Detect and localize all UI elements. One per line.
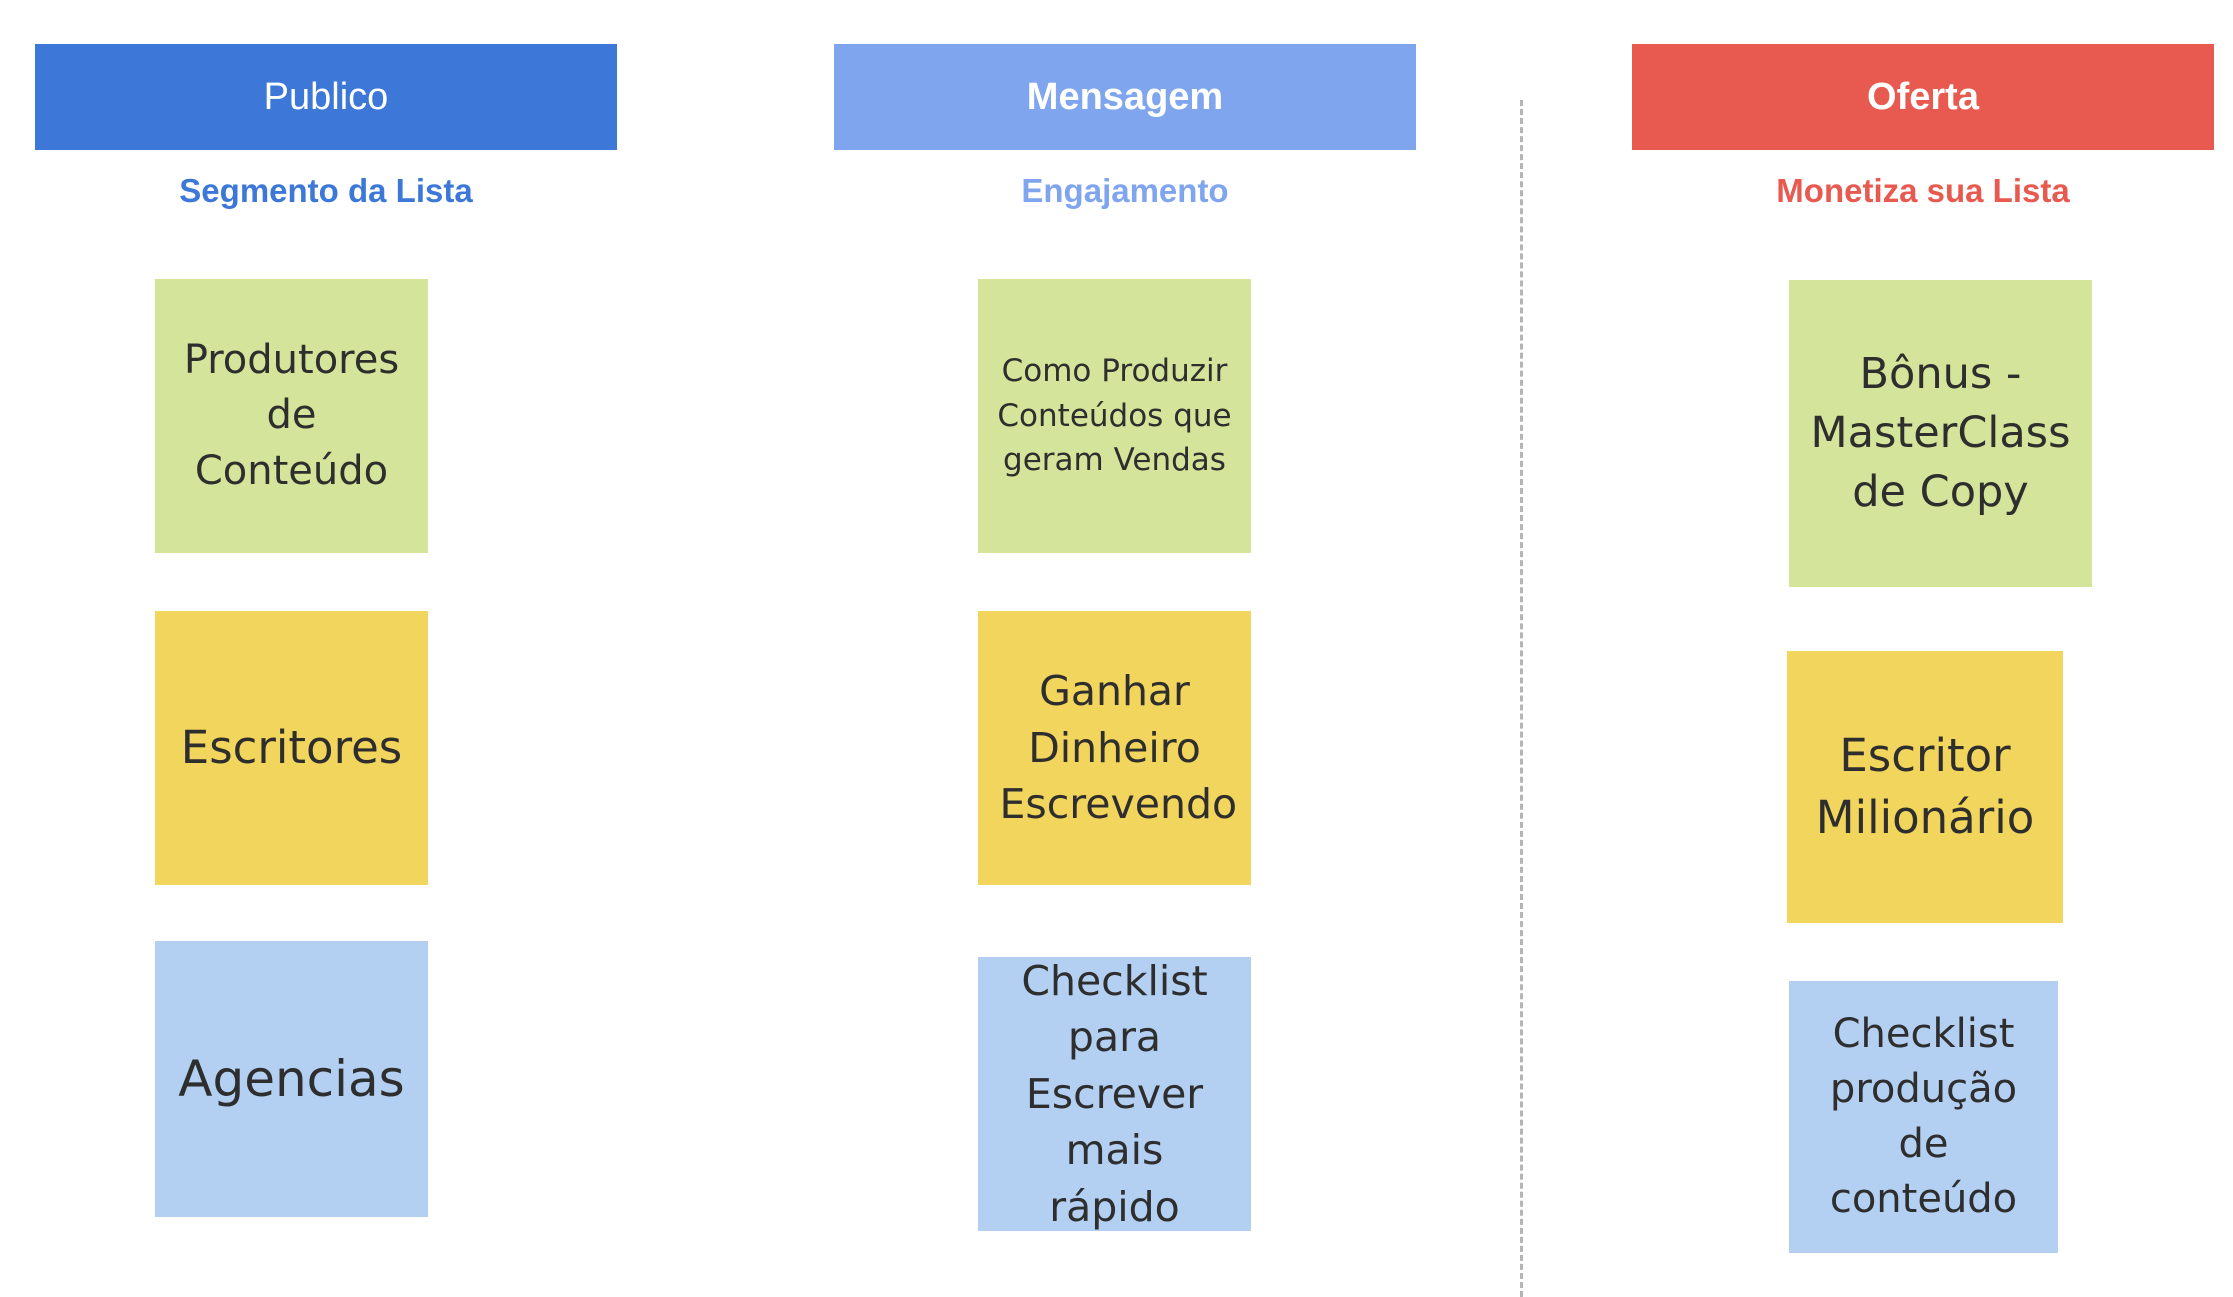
column-subtitle-mensagem: Engajamento — [1021, 172, 1229, 209]
column-header-publico: Publico — [35, 44, 617, 150]
column-subtitle-publico: Segmento da Lista — [179, 172, 473, 209]
sticky-note-text: Checklist para Escrever mais rápido — [1021, 956, 1208, 1231]
sticky-note-bonus-masterclass[interactable]: Bônus - MasterClass de Copy — [1789, 280, 2092, 601]
sticky-note-text: Escritores — [180, 720, 403, 774]
sticky-note-produtores[interactable]: Produtores de Conteúdo — [155, 279, 428, 567]
sticky-note-agencias[interactable]: Agencias — [155, 941, 428, 1231]
sticky-note-ganhar-dinheiro[interactable]: Ganhar Dinheiro Escrevendo — [978, 611, 1251, 899]
sticky-note-text: Ganhar Dinheiro Escrevendo — [999, 667, 1238, 829]
sticky-note-text: Escritor Milionário — [1815, 728, 2035, 844]
sticky-note-text: Checklist produção de conteúdo — [1829, 1010, 2018, 1223]
column-header-oferta: Oferta — [1632, 44, 2214, 150]
sticky-note-checklist-producao[interactable]: Checklist produção de conteúdo — [1789, 981, 2058, 1267]
sticky-note-text: Agencias — [178, 1049, 405, 1108]
column-subtitle-oferta: Monetiza sua Lista — [1776, 172, 2070, 209]
sticky-note-como-produzir[interactable]: Como Produzir Conteúdos que geram Vendas — [978, 279, 1251, 567]
sticky-note-text: Como Produzir Conteúdos que geram Vendas — [997, 352, 1232, 479]
sticky-note-escritor-milionario[interactable]: Escritor Milionário — [1787, 651, 2063, 937]
column-divider — [1520, 100, 1523, 1297]
sticky-note-text: Produtores de Conteúdo — [183, 337, 400, 494]
column-header-mensagem: Mensagem — [834, 44, 1416, 150]
sticky-note-text: Bônus - MasterClass de Copy — [1810, 348, 2071, 518]
sticky-note-escritores[interactable]: Escritores — [155, 611, 428, 899]
sticky-note-checklist-escrever[interactable]: Checklist para Escrever mais rápido — [978, 957, 1251, 1245]
